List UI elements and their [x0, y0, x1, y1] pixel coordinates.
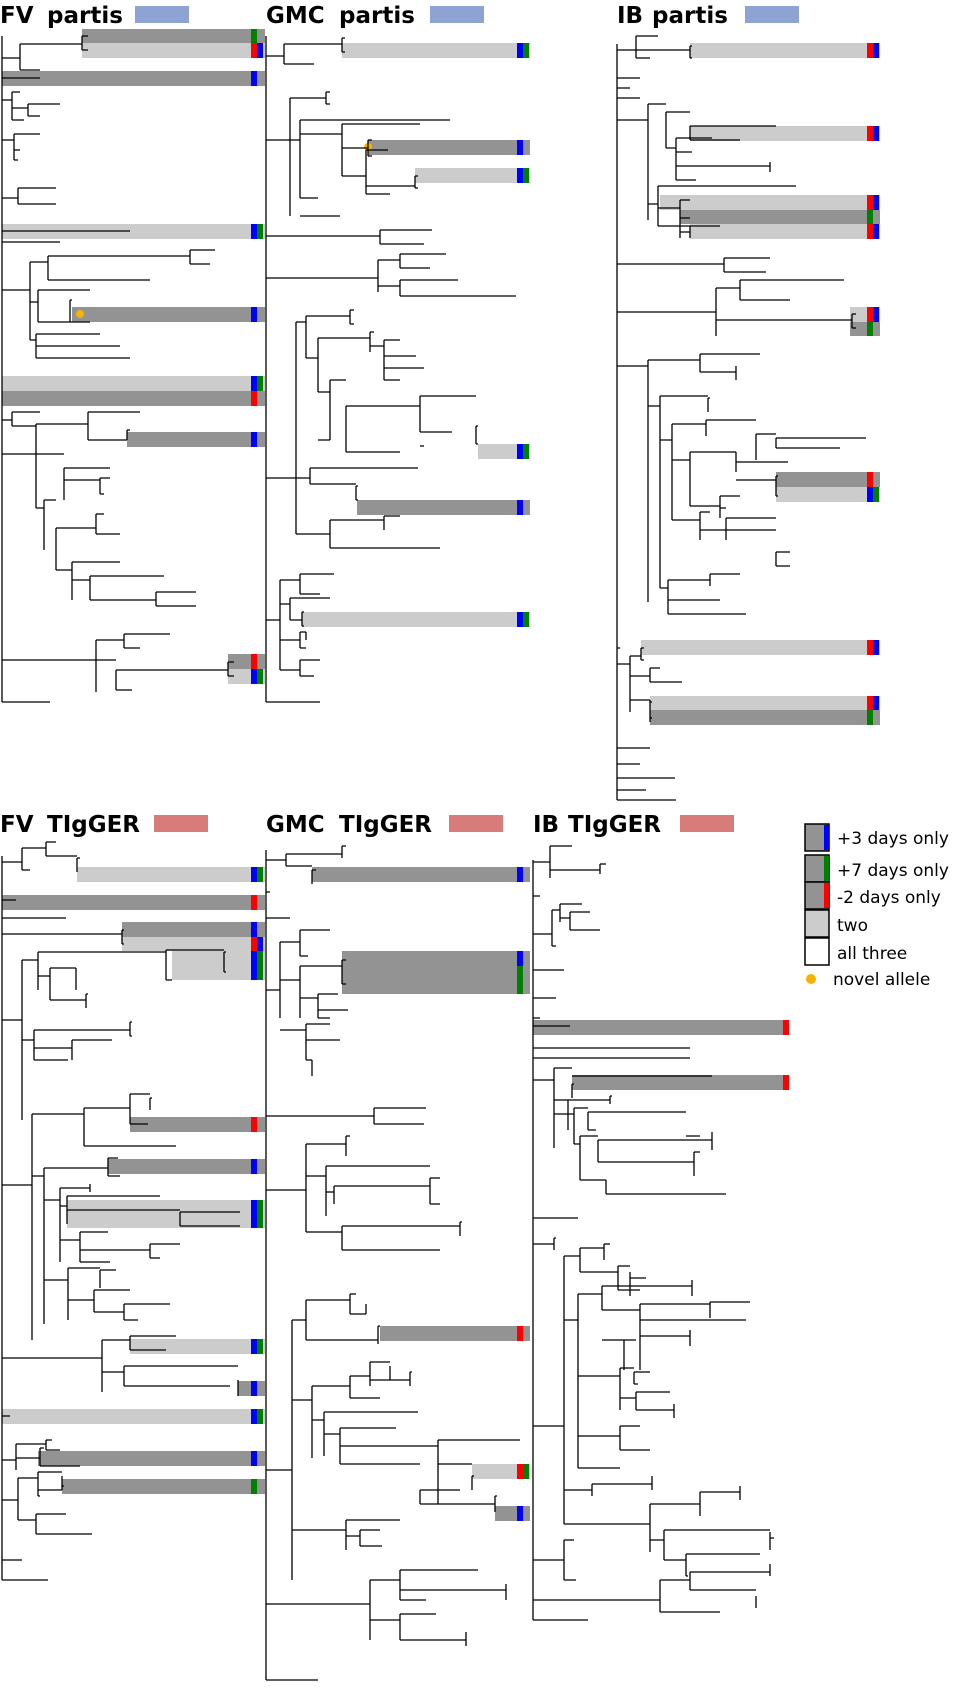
panel-ib-tigger — [532, 845, 789, 1621]
legend-label: two — [837, 916, 868, 936]
highlight-bars — [533, 1020, 789, 1090]
legend-label: -2 days only — [837, 888, 941, 908]
method-swatch — [154, 815, 208, 832]
panel-title-gmc-tigger: GMC TIgGER — [266, 812, 503, 838]
legend-item-all-three: all three — [804, 937, 907, 966]
tree-branches — [616, 35, 866, 801]
legend: +3 days only +7 days only -2 days only t… — [804, 823, 949, 990]
method-label: TIgGER — [339, 812, 432, 838]
panel-gmc-partis — [265, 36, 530, 703]
dataset-label: GMC — [266, 3, 325, 29]
tree-branches — [265, 845, 520, 1681]
highlight-bars — [312, 867, 530, 1521]
method-label: TIgGER — [568, 812, 661, 838]
panel-fv-tigger — [1, 841, 265, 1581]
panel-title-gmc-partis: GMC partis — [266, 3, 484, 29]
tree-branches — [265, 36, 516, 703]
panel-title-fv-tigger: FV TIgGER — [0, 812, 208, 838]
legend-item-plus7: +7 days only — [804, 854, 949, 883]
legend-item-two: two — [804, 909, 868, 938]
highlight-bars — [2, 867, 265, 1494]
method-swatch — [449, 815, 503, 832]
method-label: partis — [47, 3, 123, 29]
dataset-label: IB — [617, 3, 643, 29]
method-label: partis — [652, 3, 728, 29]
legend-label: +7 days only — [837, 861, 949, 881]
method-swatch — [745, 6, 799, 23]
dataset-label: FV — [0, 812, 34, 838]
dataset-label: FV — [0, 3, 34, 29]
panel-gmc-tigger — [265, 845, 530, 1681]
legend-label: +3 days only — [837, 829, 949, 849]
method-swatch — [135, 6, 189, 23]
legend-label: all three — [837, 944, 907, 964]
highlight-bars — [641, 43, 880, 725]
panel-title-ib-partis: IB partis — [617, 3, 799, 29]
legend-label: novel allele — [833, 970, 930, 990]
panel-title-ib-tigger: IB TIgGER — [533, 812, 734, 838]
highlight-bars — [302, 43, 530, 627]
method-swatch — [430, 6, 484, 23]
panel-title-fv-partis: FV partis — [0, 3, 189, 29]
method-swatch — [680, 815, 734, 832]
panel-fv-partis — [1, 29, 265, 703]
dataset-label: GMC — [266, 812, 325, 838]
panel-ib-partis — [616, 35, 880, 801]
novel-allele-dot — [806, 974, 816, 984]
legend-item-novel-allele: novel allele — [806, 970, 930, 990]
tree-branches — [532, 845, 774, 1621]
tree-branches — [1, 35, 234, 703]
legend-item-minus2: -2 days only — [804, 881, 941, 910]
dataset-label: IB — [533, 812, 559, 838]
method-label: partis — [339, 3, 415, 29]
tree-branches — [1, 841, 240, 1581]
novel-allele-dot — [76, 310, 84, 318]
method-label: TIgGER — [47, 812, 140, 838]
highlight-bars — [2, 29, 265, 684]
legend-item-plus3: +3 days only — [804, 823, 949, 852]
